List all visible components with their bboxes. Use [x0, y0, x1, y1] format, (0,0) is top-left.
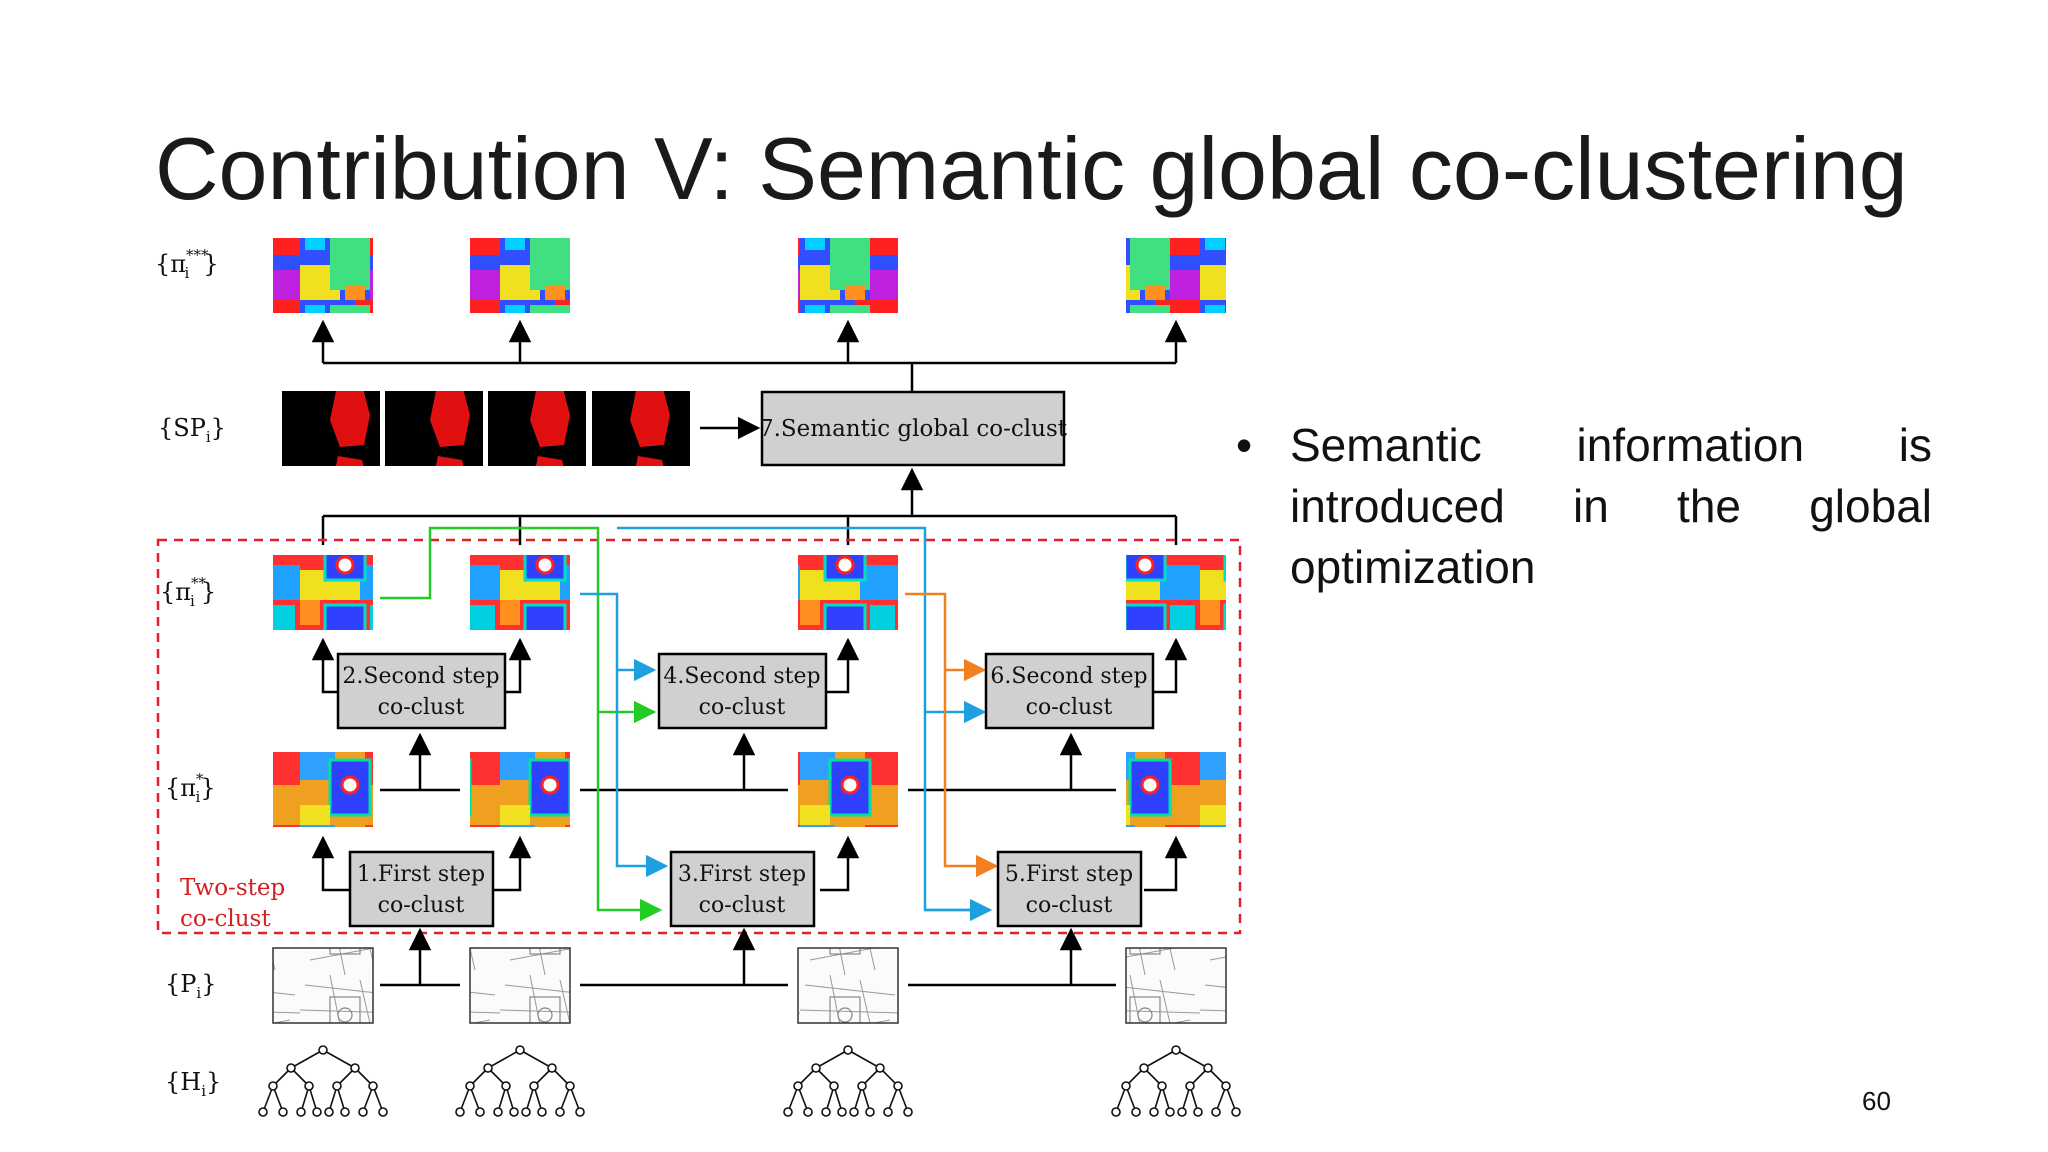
top-segmentation-row — [273, 238, 1226, 313]
box-7-label: 7.Semantic global co-clust — [759, 416, 1068, 442]
pi1-image-2 — [470, 752, 570, 827]
input-image-2 — [469, 947, 571, 1024]
orange-flow-arrows — [905, 592, 999, 878]
input-image-1 — [272, 947, 374, 1024]
box-2-line1: 2.Second step — [342, 664, 499, 689]
pi1-image-1 — [273, 752, 373, 827]
pi2-image-4 — [1126, 555, 1226, 630]
box-6-second-step: 6.Second step co-clust — [984, 652, 1155, 730]
pi-double-star-row — [273, 555, 1226, 630]
input-image-4 — [1125, 947, 1227, 1024]
pi2-image-3 — [798, 555, 898, 630]
hierarchy-tree-4 — [1111, 1045, 1241, 1117]
box-1-line2: co-clust — [378, 893, 465, 918]
row-label-pi-triple-star: {π***i} — [155, 246, 219, 282]
box-1-first-step: 1.First step co-clust — [348, 850, 495, 928]
box-2-second-step: 2.Second step co-clust — [336, 652, 507, 730]
pi2-image-2 — [470, 555, 570, 630]
box-2-line2: co-clust — [378, 695, 465, 720]
row-label-sp: {SPi} — [158, 414, 226, 446]
box-5-first-step: 5.First step co-clust — [996, 850, 1143, 928]
row-label-pi-star: {π*i} — [165, 770, 216, 806]
row-label-pi-double-star: {π**i} — [160, 574, 216, 610]
top-seg-image-1 — [273, 238, 373, 313]
hierarchy-tree-3 — [783, 1045, 913, 1117]
saliency-image-2 — [385, 391, 483, 466]
bullet-text: Semantic information is introduced in th… — [1290, 419, 1932, 593]
pipeline-arrows — [311, 637, 1188, 987]
box7-output-arrows — [311, 319, 1188, 392]
input-image-3 — [797, 947, 899, 1024]
top-seg-image-4 — [1126, 238, 1226, 313]
hierarchy-trees — [258, 1045, 1241, 1117]
pi1-image-3 — [798, 752, 898, 827]
image-row — [272, 947, 1227, 1024]
pi2-image-1 — [273, 555, 373, 630]
saliency-row — [282, 391, 761, 466]
step-boxes: 1.First step co-clust 2.Second step co-c… — [336, 652, 1155, 928]
green-flow-arrows — [380, 526, 663, 922]
top-seg-image-3 — [798, 238, 898, 313]
box-6-line2: co-clust — [1026, 695, 1113, 720]
bullet-dot-icon: • — [1236, 419, 1253, 471]
two-step-region — [156, 538, 1242, 935]
hierarchy-tree-1 — [258, 1045, 388, 1117]
pi1-image-4 — [1126, 752, 1226, 827]
blue-flow-arrows — [580, 526, 993, 922]
two-step-label: Two-step — [180, 875, 285, 901]
bullet-item: • Semantic information is introduced in … — [1236, 415, 1932, 598]
two-step-label-2: co-clust — [180, 906, 271, 932]
pi-star-row — [273, 752, 1226, 827]
box-6-line1: 6.Second step — [990, 664, 1147, 689]
row-labels: {π***i} {SPi} {π**i} {π*i} {Pi} {Hi} — [155, 246, 226, 1100]
saliency-image-1 — [282, 391, 380, 466]
box-1-line1: 1.First step — [357, 862, 485, 887]
box-7-semantic-global: 7.Semantic global co-clust — [759, 390, 1068, 467]
box-5-line2: co-clust — [1026, 893, 1113, 918]
row-label-p: {Pi} — [165, 970, 217, 1002]
saliency-image-3 — [488, 391, 586, 466]
box7-input-arrows — [321, 467, 1178, 545]
row-label-h: {Hi} — [165, 1068, 221, 1100]
saliency-image-4 — [592, 391, 690, 466]
box-3-line1: 3.First step — [678, 862, 806, 887]
box-3-first-step: 3.First step co-clust — [669, 850, 816, 928]
top-seg-image-2 — [470, 238, 570, 313]
box-4-line2: co-clust — [699, 695, 786, 720]
box-4-line1: 4.Second step — [663, 664, 820, 689]
hierarchy-tree-2 — [455, 1045, 585, 1117]
box-4-second-step: 4.Second step co-clust — [657, 652, 828, 730]
box-3-line2: co-clust — [699, 893, 786, 918]
page-number: 60 — [1862, 1086, 1891, 1116]
box-5-line1: 5.First step — [1005, 862, 1133, 887]
slide-title: Contribution V: Semantic global co-clust… — [155, 119, 1908, 218]
